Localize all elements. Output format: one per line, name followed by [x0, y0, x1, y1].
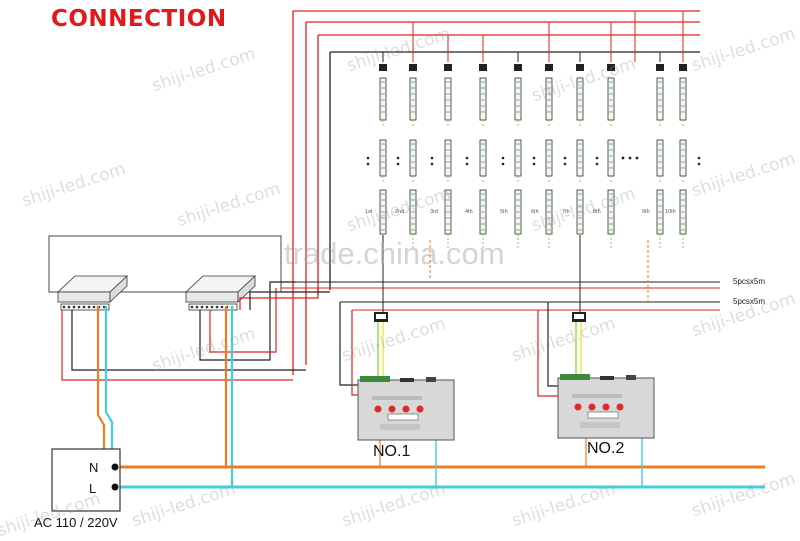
strip-top-connector — [679, 64, 687, 71]
continuation-dot — [430, 162, 434, 166]
power-supply-output-wires — [61, 281, 558, 397]
ac-input-wires — [96, 306, 765, 489]
strip-run-label-1: 5pcsx5m — [733, 277, 766, 286]
led-strip-segment — [444, 139, 452, 177]
strip-number-label: 5th — [500, 209, 508, 215]
diagram-title: CONNECTION — [51, 6, 227, 32]
top-bus-wires — [292, 10, 700, 375]
strip-number-label: 10th — [665, 209, 676, 215]
continuation-dot — [430, 156, 434, 160]
led-strip-segment — [409, 139, 417, 177]
continuation-dot — [465, 156, 469, 160]
led-strip-segment — [379, 77, 387, 121]
led-strip-segment — [656, 77, 664, 121]
strip-number-label: 4th — [465, 209, 473, 215]
continuation-dot — [697, 156, 701, 160]
led-strip-segment — [479, 77, 487, 121]
controller-no2-label: NO.2 — [587, 440, 625, 457]
led-strip-segment — [409, 77, 417, 121]
strip-number-label: 9th — [642, 209, 650, 215]
strip-top-connector — [607, 64, 615, 71]
strip-top-connector — [409, 64, 417, 71]
strip-top-connector — [576, 64, 584, 71]
continuation-dot — [532, 156, 536, 160]
continuation-dot — [595, 156, 599, 160]
power-supply-enclosure — [48, 235, 282, 311]
continuation-dot — [501, 162, 505, 166]
continuation-dot — [501, 156, 505, 160]
led-strip-array: 1st 2nd 3rd 4th 5th 6th 7th 8th 9th 10th — [365, 64, 701, 250]
strip-number-label: 7th — [562, 209, 570, 215]
controller-no2 — [557, 374, 655, 439]
led-strip-segment — [514, 77, 522, 121]
strip-run-label-2: 5pcsx5m — [733, 297, 766, 306]
led-strip-segment — [679, 77, 687, 121]
led-strip-segment — [607, 77, 615, 121]
continuation-dot — [595, 162, 599, 166]
strip-number-label: 3rd — [430, 209, 438, 215]
terminal-n-label: N — [89, 460, 99, 475]
signal-wires — [377, 322, 582, 380]
strip-top-connector — [479, 64, 487, 71]
continuation-dot — [532, 162, 536, 166]
power-supply-1 — [56, 275, 129, 311]
strip-top-connector — [545, 64, 553, 71]
continuation-dot — [396, 156, 400, 160]
led-strip-segment — [479, 139, 487, 177]
led-strip-segment — [514, 139, 522, 177]
strip-top-connector — [656, 64, 664, 71]
led-strip-segment — [545, 77, 553, 121]
continuation-dot — [628, 156, 632, 160]
led-strip-segment — [656, 139, 664, 177]
continuation-dot — [366, 156, 370, 160]
continuation-dot — [396, 162, 400, 166]
strip-return-wires — [276, 235, 720, 318]
strip-number-label: 6th — [531, 209, 539, 215]
led-strip-segment — [576, 139, 584, 177]
led-strip-segment — [545, 139, 553, 177]
continuation-dot — [697, 162, 701, 166]
terminal-l-label: L — [89, 481, 97, 496]
continuation-dot — [465, 162, 469, 166]
continuation-dot — [621, 156, 625, 160]
strip-number-label: 1st — [365, 209, 373, 215]
continuation-dot — [563, 162, 567, 166]
ac-terminal-box — [51, 448, 121, 512]
strip-number-label: 8th — [593, 209, 601, 215]
continuation-dot — [366, 162, 370, 166]
ac-input-label: AC 110 / 220V — [34, 515, 118, 530]
controller-no1-label: NO.1 — [373, 443, 411, 460]
controller-no1 — [357, 376, 455, 441]
continuation-dot — [563, 156, 567, 160]
strip-top-connector — [444, 64, 452, 71]
strip-top-connector — [514, 64, 522, 71]
strip-feed-wires — [382, 11, 684, 62]
continuation-dot — [635, 156, 639, 160]
power-supply-2 — [184, 275, 257, 311]
led-strip-segment — [607, 139, 615, 177]
connector-1 — [374, 312, 388, 322]
led-strip-segment — [444, 77, 452, 121]
led-strip-segment — [576, 77, 584, 121]
connector-2 — [572, 312, 586, 322]
strip-number-label: 2nd — [395, 209, 404, 215]
strip-top-connector — [379, 64, 387, 71]
led-strip-segment — [379, 139, 387, 177]
led-strip-segment — [679, 139, 687, 177]
